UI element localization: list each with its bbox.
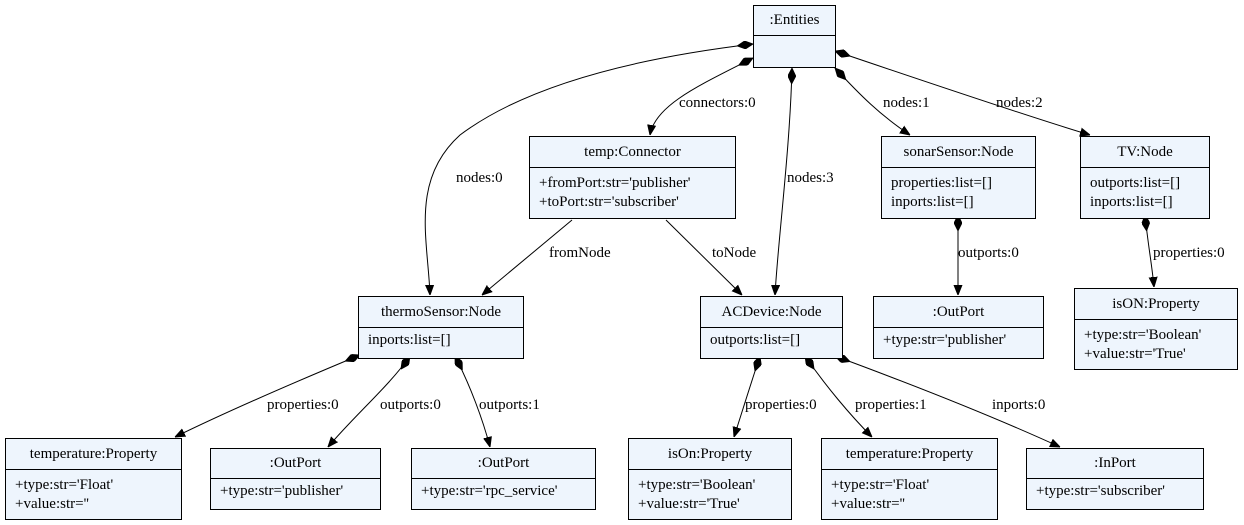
tv-title: TV:Node — [1081, 137, 1209, 168]
tv-attr: inports:list=[] — [1090, 194, 1173, 210]
thermo-sensor-title: thermoSensor:Node — [359, 297, 523, 328]
ac-ison-property-node[interactable]: isOn:Property +type:str='Boolean' +value… — [628, 438, 792, 520]
ac-temperature-attr: +value:str='' — [831, 496, 905, 512]
label-ac-properties-1: properties:1 — [855, 397, 927, 413]
thermo-temperature-attr: +value:str='' — [15, 496, 89, 512]
thermo-sensor-node[interactable]: thermoSensor:Node inports:list=[] — [358, 296, 524, 359]
temp-connector-attr: +toPort:str='subscriber' — [539, 194, 679, 210]
ac-ison-property-title: isOn:Property — [629, 439, 791, 470]
thermo-outport-0-attr: +type:str='publisher' — [220, 483, 344, 499]
tv-property-attr: +value:str='True' — [1084, 346, 1186, 362]
label-thermo-outports-1: outports:1 — [479, 397, 540, 413]
ac-ison-property-attr: +value:str='True' — [638, 496, 740, 512]
ac-temperature-node[interactable]: temperature:Property +type:str='Float' +… — [821, 438, 998, 520]
ac-inport-node[interactable]: :InPort +type:str='subscriber' — [1026, 448, 1204, 510]
thermo-temperature-node[interactable]: temperature:Property +type:str='Float' +… — [5, 438, 182, 520]
ac-inport-title: :InPort — [1027, 449, 1203, 479]
label-ac-inports-0: inports:0 — [992, 397, 1045, 413]
entities-node[interactable]: :Entities — [753, 5, 836, 68]
thermo-temperature-attr: +type:str='Float' — [15, 477, 114, 493]
sonar-outport-attr: +type:str='publisher' — [883, 332, 1007, 348]
edge-thermo-outports-0 — [328, 356, 410, 447]
thermo-temperature-title: temperature:Property — [6, 439, 181, 470]
edge-to-node — [665, 219, 742, 295]
tv-property-node[interactable]: isON:Property +type:str='Boolean' +value… — [1074, 288, 1238, 370]
edge-thermo-properties-0 — [175, 355, 360, 437]
temp-connector-title: temp:Connector — [530, 137, 735, 168]
ac-device-title: ACDevice:Node — [701, 297, 842, 328]
label-to-node: toNode — [712, 245, 757, 261]
sonar-outport-title: :OutPort — [874, 297, 1043, 328]
label-ac-properties-0: properties:0 — [745, 397, 817, 413]
tv-attr: outports:list=[] — [1090, 175, 1181, 191]
label-nodes-1: nodes:1 — [883, 95, 930, 111]
label-nodes-2: nodes:2 — [996, 95, 1043, 111]
edge-nodes-3 — [775, 68, 792, 295]
edge-ac-properties-0 — [734, 356, 760, 437]
sonar-sensor-title: sonarSensor:Node — [882, 137, 1035, 168]
ac-inport-attr: +type:str='subscriber' — [1036, 483, 1165, 499]
ac-temperature-attr: +type:str='Float' — [831, 477, 930, 493]
entities-title: :Entities — [754, 6, 835, 36]
label-nodes-0: nodes:0 — [456, 170, 503, 186]
sonar-sensor-node[interactable]: sonarSensor:Node properties:list=[] inpo… — [881, 136, 1036, 219]
label-thermo-properties-0: properties:0 — [267, 397, 339, 413]
thermo-outport-1-attr: +type:str='rpc_service' — [421, 483, 558, 499]
sonar-sensor-attr: properties:list=[] — [891, 175, 992, 191]
edge-nodes-2 — [835, 51, 1090, 135]
ac-ison-property-attr: +type:str='Boolean' — [638, 477, 756, 493]
thermo-outport-1-node[interactable]: :OutPort +type:str='rpc_service' — [411, 448, 596, 510]
sonar-outport-node[interactable]: :OutPort +type:str='publisher' — [873, 296, 1044, 359]
edge-connectors-0 — [650, 57, 753, 135]
ac-temperature-title: temperature:Property — [822, 439, 997, 470]
edge-tv-properties-0 — [1145, 215, 1154, 287]
temp-connector-node[interactable]: temp:Connector +fromPort:str='publisher'… — [529, 136, 736, 219]
ac-device-attr: outports:list=[] — [710, 332, 801, 348]
label-from-node: fromNode — [549, 245, 611, 261]
label-thermo-outports-0: outports:0 — [380, 397, 441, 413]
thermo-sensor-attr: inports:list=[] — [368, 332, 451, 348]
label-sonar-outports-0: outports:0 — [958, 245, 1019, 261]
temp-connector-attr: +fromPort:str='publisher' — [539, 175, 691, 191]
sonar-sensor-attr: inports:list=[] — [891, 194, 974, 210]
ac-device-node[interactable]: ACDevice:Node outports:list=[] — [700, 296, 843, 359]
thermo-outport-0-title: :OutPort — [211, 449, 380, 479]
edge-ac-inports-0 — [835, 356, 1060, 447]
label-tv-properties-0: properties:0 — [1153, 245, 1225, 261]
label-nodes-3: nodes:3 — [787, 170, 834, 186]
edge-thermo-outports-1 — [454, 356, 490, 447]
tv-property-title: isON:Property — [1075, 289, 1237, 320]
tv-node[interactable]: TV:Node outports:list=[] inports:list=[] — [1080, 136, 1210, 219]
edge-from-node — [482, 219, 573, 295]
thermo-outport-0-node[interactable]: :OutPort +type:str='publisher' — [210, 448, 381, 510]
label-connectors-0: connectors:0 — [679, 95, 756, 111]
tv-property-attr: +type:str='Boolean' — [1084, 327, 1202, 343]
thermo-outport-1-title: :OutPort — [412, 449, 595, 479]
